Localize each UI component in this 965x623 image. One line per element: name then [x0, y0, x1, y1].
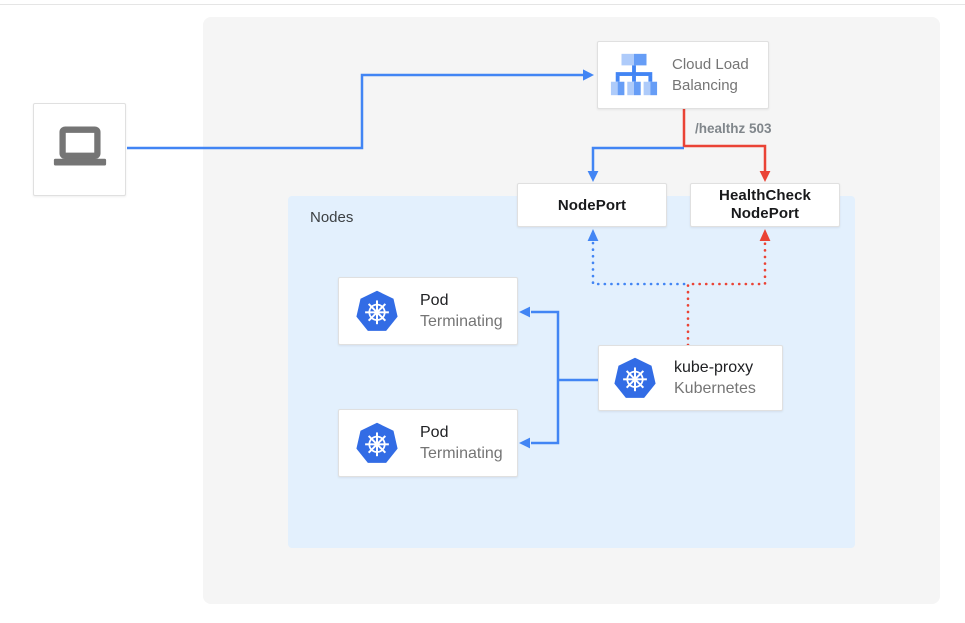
kubernetes-icon	[613, 356, 657, 400]
pod2-title: Pod	[420, 424, 449, 441]
nodes-group-label: Nodes	[310, 209, 354, 226]
nodeport-label: NodePort	[557, 196, 627, 214]
laptop-icon	[49, 121, 111, 179]
healthz-annotation: /healthz 503	[695, 121, 772, 136]
pod-node-2: Pod Terminating	[338, 409, 518, 477]
top-divider	[0, 4, 965, 5]
kube-proxy-title: kube-proxy	[674, 359, 754, 376]
healthcheck-nodeport-label-line1: HealthCheck	[719, 187, 811, 204]
pod2-status: Terminating	[420, 445, 503, 462]
kube-proxy-subtitle: Kubernetes	[674, 380, 756, 397]
kubernetes-icon	[355, 289, 399, 333]
cloud-load-balancing-label: Cloud Load Balancing	[672, 56, 749, 94]
pod1-status: Terminating	[420, 313, 503, 330]
cloud-load-balancing-node: Cloud Load Balancing	[597, 41, 769, 109]
kube-proxy-node: kube-proxy Kubernetes	[598, 345, 783, 411]
pod1-title: Pod	[420, 292, 449, 309]
pod-node-1: Pod Terminating	[338, 277, 518, 345]
nodeport-node: NodePort	[517, 183, 667, 227]
load-balancer-icon	[609, 52, 659, 98]
client-node	[33, 103, 126, 196]
healthcheck-nodeport-node: HealthCheck NodePort	[690, 183, 840, 227]
kubernetes-icon	[355, 421, 399, 465]
healthcheck-nodeport-label-line2: NodePort	[730, 205, 800, 222]
